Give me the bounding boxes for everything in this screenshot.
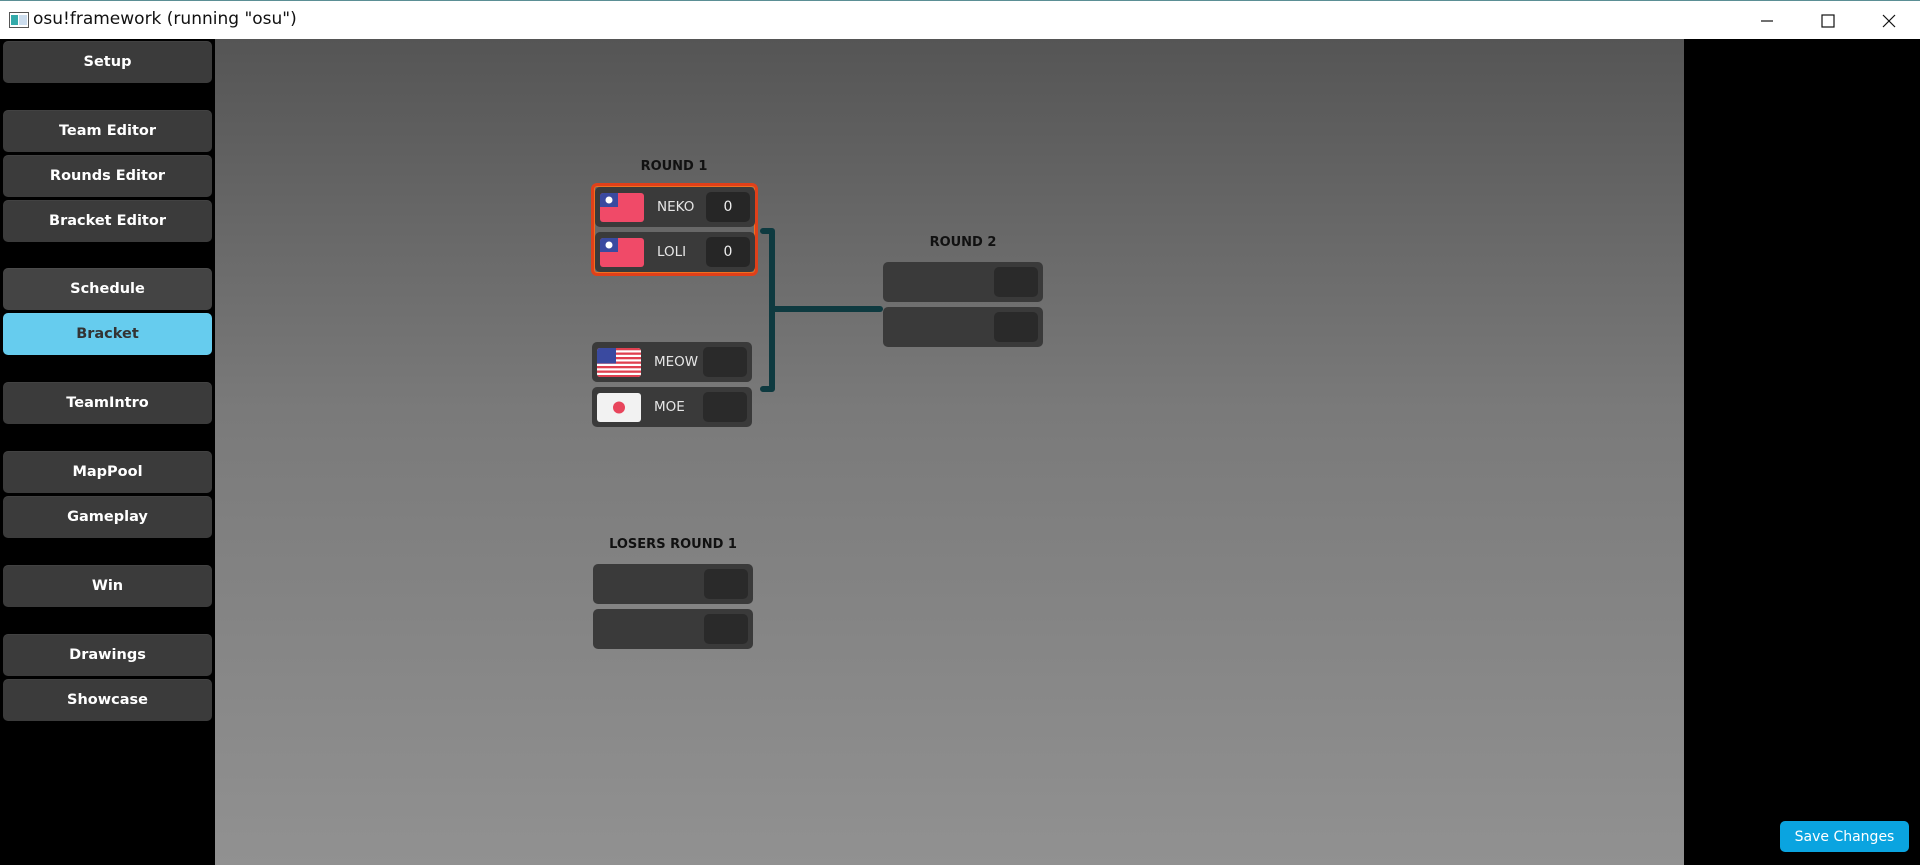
team-score: 0	[706, 192, 750, 222]
sidebar-item-team-editor[interactable]: Team Editor	[3, 110, 212, 152]
sidebar-item-schedule[interactable]: Schedule	[3, 268, 212, 310]
window-titlebar: osu!framework (running "osu")	[0, 0, 1920, 39]
save-changes-button[interactable]: Save Changes	[1780, 821, 1909, 852]
app-icon	[9, 12, 29, 28]
team-acronym: LOLI	[657, 244, 687, 260]
sidebar-item-teamintro[interactable]: TeamIntro	[3, 382, 212, 424]
selected-match-highlight	[591, 183, 758, 276]
usa-flag-icon	[597, 348, 641, 377]
right-panel	[1684, 39, 1920, 865]
close-button[interactable]	[1858, 1, 1920, 40]
close-icon	[1882, 14, 1896, 27]
sidebar: Setup Team Editor Rounds Editor Bracket …	[0, 39, 215, 865]
losers-round-1-title: LOSERS ROUND 1	[609, 537, 737, 552]
sidebar-item-bracket-editor[interactable]: Bracket Editor	[3, 200, 212, 242]
match-2-team-2[interactable]: MOE	[592, 387, 752, 427]
team-score	[994, 267, 1038, 297]
match-1-team-2[interactable]: LOLI 0	[595, 232, 755, 272]
sidebar-item-showcase[interactable]: Showcase	[3, 679, 212, 721]
team-score	[704, 569, 748, 599]
bracket-connector	[760, 228, 883, 392]
minimize-icon	[1761, 19, 1773, 22]
sidebar-item-win[interactable]: Win	[3, 565, 212, 607]
losers-round-1-team-1[interactable]	[593, 564, 753, 604]
match-1-team-1[interactable]: NEKO 0	[595, 187, 755, 227]
team-score	[703, 392, 747, 422]
match-2-team-1[interactable]: MEOW	[592, 342, 752, 382]
window-title: osu!framework (running "osu")	[33, 9, 297, 29]
team-score	[994, 312, 1038, 342]
round-2-team-1[interactable]	[883, 262, 1043, 302]
sidebar-item-mappool[interactable]: MapPool	[3, 451, 212, 493]
team-score	[703, 347, 747, 377]
round-2-title: ROUND 2	[929, 235, 997, 250]
team-acronym: MOE	[654, 399, 685, 415]
team-score	[704, 614, 748, 644]
sidebar-item-setup[interactable]: Setup	[3, 41, 212, 83]
losers-round-1-team-2[interactable]	[593, 609, 753, 649]
maximize-icon	[1821, 13, 1835, 28]
team-acronym: NEKO	[657, 199, 695, 215]
sidebar-item-rounds-editor[interactable]: Rounds Editor	[3, 155, 212, 197]
taiwan-flag-icon	[600, 193, 644, 222]
taiwan-flag-icon	[600, 238, 644, 267]
japan-flag-icon	[597, 393, 641, 422]
round-2-team-2[interactable]	[883, 307, 1043, 347]
team-acronym: MEOW	[654, 354, 699, 370]
sidebar-item-drawings[interactable]: Drawings	[3, 634, 212, 676]
maximize-button[interactable]	[1797, 1, 1859, 40]
team-score: 0	[706, 237, 750, 267]
sidebar-item-gameplay[interactable]: Gameplay	[3, 496, 212, 538]
minimize-button[interactable]	[1736, 1, 1798, 40]
bracket-canvas[interactable]: ROUND 1 NEKO 0 LOLI 0 MEOW	[215, 39, 1684, 865]
sidebar-item-bracket[interactable]: Bracket	[3, 313, 212, 355]
round-1-title: ROUND 1	[640, 159, 708, 174]
